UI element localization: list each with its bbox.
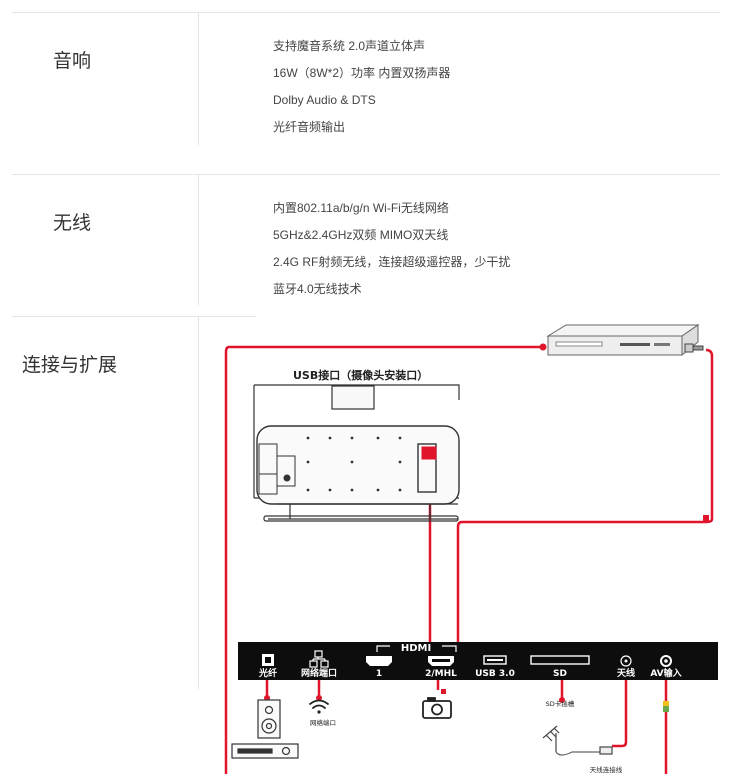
port-label-usb: USB 3.0 [475, 669, 515, 679]
usb-port-icon [483, 655, 507, 665]
port-label-av: AV输入 [650, 667, 681, 679]
connection-dot [559, 697, 565, 703]
audio-spec-item: 16W（8W*2）功率 内置双扬声器 [273, 66, 451, 80]
connection-marker [703, 515, 709, 521]
port-label-antenna: 天线 [617, 667, 635, 679]
wireless-label: 无线 [53, 213, 92, 234]
sd-sub-label: SD卡插槽 [546, 699, 575, 708]
antenna-line [612, 678, 628, 748]
port-label-network: 网络端口 [301, 667, 337, 679]
audio-spec-item: 光纤音频输出 [273, 120, 346, 134]
antenna-sub-label: 天线连接线 [590, 765, 623, 774]
wireless-column-divider [198, 175, 199, 305]
antenna-port-icon [620, 655, 632, 667]
connection-dot [539, 343, 547, 351]
hdmi1-port-icon [366, 656, 392, 666]
port-label-hdmi1: 1 [376, 669, 382, 679]
audio-column-divider [198, 13, 199, 145]
hdmi-logo: HDMI [401, 643, 431, 654]
connect-label: 连接与扩展 [22, 355, 118, 376]
dvd-player-icon [546, 324, 704, 357]
av-line [456, 348, 714, 650]
wireless-spec-item: 蓝牙4.0无线技术 [273, 282, 362, 296]
av-port-icon [660, 655, 672, 667]
connection-marker [441, 689, 446, 694]
wireless-spec-item: 2.4G RF射频无线，连接超级遥控器，少干扰 [273, 255, 511, 269]
wireless-spec-item: 内置802.11a/b/g/n Wi-Fi无线网络 [273, 201, 449, 215]
connect-divider [12, 316, 256, 317]
wireless-specs: 内置802.11a/b/g/n Wi-Fi无线网络 5GHz&2.4GHz双频 … [273, 195, 510, 303]
speaker-icon [257, 699, 281, 739]
network-sub-label: 网络端口 [310, 718, 336, 727]
usb-title: USB接口（摄像头安装口） [293, 368, 428, 382]
connection-lines [224, 345, 714, 774]
wireless-divider [12, 174, 720, 175]
tv-back-icon [253, 384, 460, 522]
camera-icon [422, 697, 452, 719]
port-label-hdmi2: 2/MHL [425, 669, 457, 679]
port-label-sd: SD [553, 669, 567, 679]
receiver-icon [231, 743, 299, 759]
av-cable-icon [663, 701, 669, 712]
audio-label: 音响 [53, 51, 92, 72]
antenna-icon [542, 725, 613, 756]
port-bar-left-edge [234, 642, 238, 680]
sd-port-icon [530, 655, 590, 665]
audio-specs: 支持魔音系统 2.0声道立体声 16W（8W*2）功率 内置双扬声器 Dolby… [273, 33, 450, 141]
top-divider [12, 12, 720, 13]
hdmi-bracket [376, 645, 457, 652]
network-port-icon [309, 650, 329, 668]
wireless-spec-item: 5GHz&2.4GHz双频 MIMO双天线 [273, 228, 449, 242]
port-icons [262, 650, 672, 668]
optical-line [224, 345, 543, 774]
connect-column-divider [198, 317, 199, 689]
audio-spec-item: Dolby Audio & DTS [273, 93, 376, 107]
port-label-optical: 光纤 [258, 667, 277, 679]
connection-dot [316, 695, 322, 701]
port-labels: 光纤 网络端口 1 2/MHL USB 3.0 SD 天线 AV输入 [258, 667, 682, 679]
wifi-icon [309, 699, 329, 714]
tv-screw-holes [306, 436, 402, 492]
audio-spec-item: 支持魔音系统 2.0声道立体声 [273, 39, 426, 53]
